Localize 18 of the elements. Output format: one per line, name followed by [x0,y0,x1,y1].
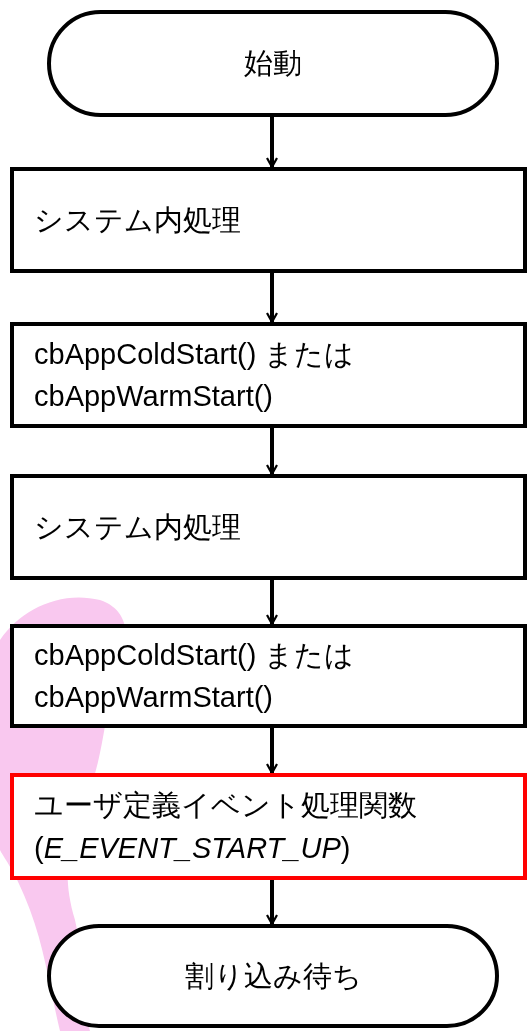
arrow [265,117,279,169]
node-label: cbAppColdStart() または cbAppWarmStart() [34,637,356,715]
node-label: システム内処理 [34,202,241,238]
node-label: ユーザ定義イベント処理関数 (E_EVENT_START_UP) [34,788,418,866]
process-box [10,322,527,428]
node-label: システム内処理 [34,509,241,545]
arrow [265,428,279,476]
arrow [265,273,279,324]
process-box [10,167,527,273]
arrow [265,728,279,775]
process-box [10,624,527,728]
node-label: cbAppColdStart() または cbAppWarmStart() [34,336,356,414]
arrow [265,880,279,926]
node-label: 割り込み待ち [184,958,362,994]
node-label: 始動 [244,46,302,82]
process-box [10,474,527,580]
arrow [265,580,279,626]
highlighted-process-box [10,773,527,880]
